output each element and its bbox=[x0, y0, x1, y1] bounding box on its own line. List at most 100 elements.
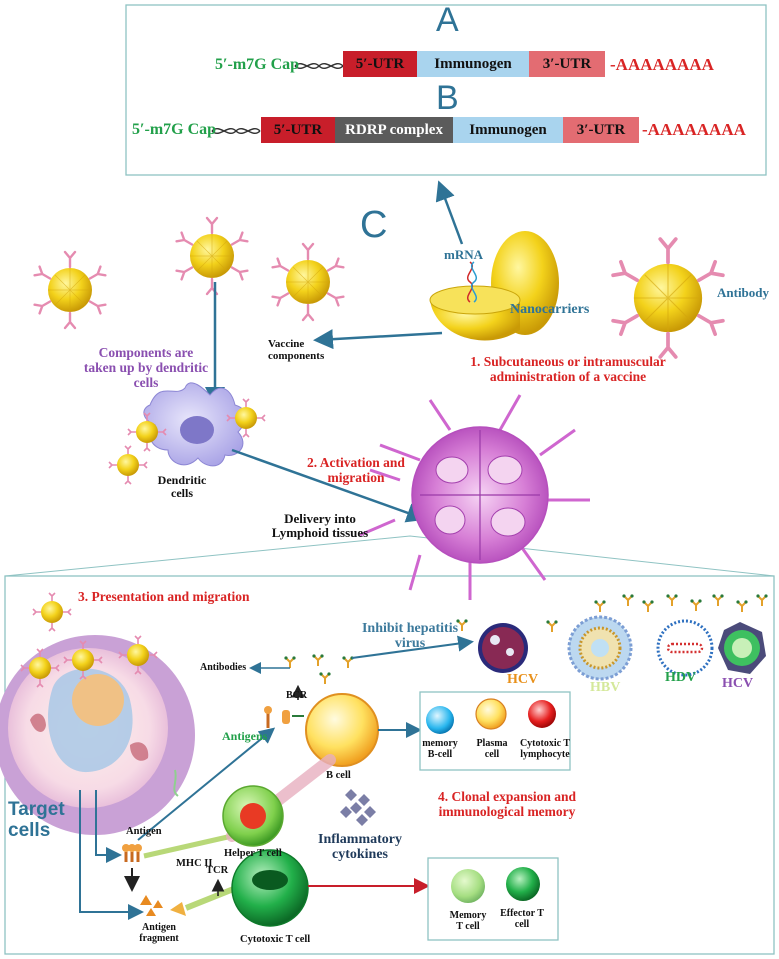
hbv-virus bbox=[567, 615, 633, 681]
antibody-1 bbox=[283, 655, 297, 669]
vaccine-components-label: Vaccine components bbox=[268, 338, 325, 363]
mrna-label: mRNA bbox=[444, 247, 483, 262]
tcr-link bbox=[170, 885, 238, 916]
antibody-6 bbox=[545, 619, 559, 633]
nanoparticle-3 bbox=[273, 244, 344, 320]
target-cell bbox=[0, 635, 195, 835]
cytokine-cluster bbox=[340, 789, 376, 826]
antibody-label: Antibody bbox=[717, 285, 770, 300]
cytotoxic-t-lymphocyte-label: Cytotoxic T lymphocyte bbox=[519, 738, 571, 760]
antibody-11 bbox=[689, 598, 703, 612]
antibody-12 bbox=[711, 593, 725, 607]
antibody-14 bbox=[755, 593, 769, 607]
effector-t-label: Effector T cell bbox=[500, 908, 544, 930]
antibody-8 bbox=[621, 593, 635, 607]
step4-label: 4. Clonal expansion and immunological me… bbox=[437, 789, 577, 819]
panel-label-a: A bbox=[436, 1, 459, 39]
panel-label-b: B bbox=[436, 79, 459, 117]
virus-hdv-label: HDV bbox=[665, 670, 697, 685]
antibody-nanoparticle bbox=[613, 239, 723, 357]
memory-b-label: memory B-cell bbox=[422, 738, 458, 760]
antibody-13 bbox=[735, 599, 749, 613]
memory-t-label: Memory T cell bbox=[449, 910, 487, 932]
effector-t-cell bbox=[506, 867, 540, 901]
components-taken-up-label: Components are taken up by dendritic cel… bbox=[83, 345, 209, 390]
arrow-to-construct bbox=[435, 180, 464, 245]
target-particle-1 bbox=[32, 592, 72, 632]
helper-t-label: Helper T cell bbox=[224, 848, 282, 859]
hcv-virus-2 bbox=[718, 622, 766, 674]
dendritic-cell bbox=[143, 382, 246, 467]
antibodies-label: Antibodies bbox=[200, 662, 247, 673]
antigen-small bbox=[173, 769, 179, 797]
helper-t-nucleus bbox=[240, 803, 266, 829]
arrow-to-antigens bbox=[137, 727, 276, 841]
memory-t-cell bbox=[451, 869, 485, 903]
arrow-target-fragment bbox=[79, 790, 144, 920]
inhibit-label: Inhibit hepatitis virus bbox=[361, 621, 459, 652]
arrow-to-lymph bbox=[231, 448, 427, 523]
t-daughter-box bbox=[427, 857, 559, 941]
nanoparticle-1 bbox=[35, 252, 106, 328]
step1-label: 1. Subcutaneous or intramuscular adminis… bbox=[470, 354, 666, 384]
construct-panel bbox=[125, 4, 767, 176]
inflammatory-label: Inflammatory cytokines bbox=[318, 832, 402, 863]
zoom-lines bbox=[4, 535, 775, 577]
dendritic-cells-label: Dendritic cells bbox=[157, 473, 207, 501]
utr5-b-segment: 5′-UTR bbox=[261, 117, 335, 143]
delivery-label: Delivery into Lymphoid tissues bbox=[271, 511, 369, 541]
nanoparticle-2 bbox=[177, 218, 248, 294]
arrow-target-antigen bbox=[95, 790, 122, 863]
antibody-10 bbox=[665, 593, 679, 607]
mhc-ii-link bbox=[143, 833, 233, 859]
tcr-label: TCR bbox=[206, 865, 229, 876]
antigens-label: Antigens bbox=[222, 729, 268, 743]
arrow-to-vaccine-components bbox=[313, 329, 443, 350]
target-cells-label: Target cells bbox=[8, 799, 65, 841]
hdv-virus bbox=[656, 619, 714, 677]
antigen-fragment-label: Antigen fragment bbox=[139, 922, 179, 944]
arrow-inhibit bbox=[351, 635, 474, 659]
antigen-receptors bbox=[122, 844, 142, 862]
panel-label-c: C bbox=[360, 204, 388, 246]
nanocarriers-label: Nanocarriers bbox=[510, 302, 590, 317]
virus-hcv-1-label: HCV bbox=[507, 672, 539, 687]
antigen-stick bbox=[264, 706, 272, 728]
utr5-a-segment: 5′-UTR bbox=[343, 51, 417, 77]
antibody-4 bbox=[318, 671, 332, 685]
cytotoxic-t-label: Cytotoxic T cell bbox=[240, 934, 311, 945]
cytotoxic-lymphocyte bbox=[528, 700, 556, 728]
polya-b-label: -AAAAAAAA bbox=[642, 120, 746, 139]
lymph-node bbox=[359, 394, 590, 600]
memory-b-cell bbox=[426, 706, 454, 734]
cytotoxic-t-nucleus bbox=[252, 870, 288, 890]
utr3-a-segment: 3′-UTR bbox=[529, 51, 605, 77]
antibody-9 bbox=[641, 599, 655, 613]
plasma-cell bbox=[475, 698, 507, 730]
utr3-b-segment: 3′-UTR bbox=[563, 117, 639, 143]
dc-particle-2 bbox=[108, 445, 148, 485]
nanocarrier-shell bbox=[429, 231, 559, 341]
b-cell bbox=[305, 693, 379, 767]
antigen-fragments bbox=[140, 895, 163, 916]
polya-a-label: -AAAAAAAA bbox=[610, 55, 714, 74]
bcr-label: BCR bbox=[286, 690, 308, 701]
mhc-ii-label: MHC II bbox=[176, 858, 213, 869]
immunogen-a-segment: Immunogen bbox=[417, 51, 529, 77]
virus-hbv-label: HBV bbox=[590, 680, 621, 695]
cap-a-label: 5′-m7G Cap bbox=[215, 56, 300, 73]
virus-hcv-2-label: HCV bbox=[722, 676, 754, 691]
antibody-3 bbox=[341, 655, 355, 669]
antibody-7 bbox=[593, 599, 607, 613]
immunogen-b-segment: Immunogen bbox=[453, 117, 563, 143]
step3-label: 3. Presentation and migration bbox=[78, 589, 250, 604]
antibody-2 bbox=[311, 653, 325, 667]
cap-b-label: 5′-m7G Cap bbox=[132, 121, 217, 138]
hcv-virus-1 bbox=[478, 623, 528, 673]
step2-label: 2. Activation and migration bbox=[307, 455, 405, 485]
plasma-cell-label: Plasma cell bbox=[476, 738, 508, 760]
antigen-label: Antigen bbox=[126, 826, 162, 837]
bcr-receptor bbox=[282, 684, 305, 724]
b-cell-label: B cell bbox=[326, 770, 351, 781]
